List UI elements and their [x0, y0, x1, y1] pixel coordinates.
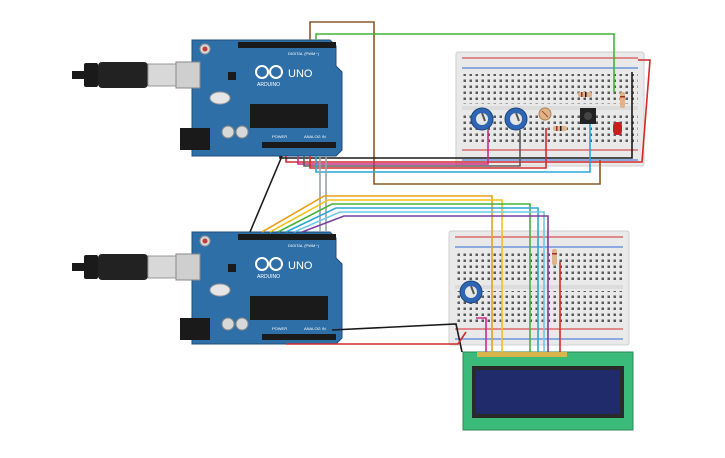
- wire-cyan-a3: [315, 124, 591, 173]
- board-maker-label-bottom: ARDUINO: [257, 274, 280, 280]
- board-model-label-top: UNO: [288, 68, 313, 80]
- wire-green-d5: [277, 203, 531, 352]
- arduino-uno-bottom[interactable]: UNO ARDUINO DIGITAL (PWM~) POWER ANALOG …: [175, 231, 343, 345]
- wire-red-5v-bottom: [286, 331, 467, 345]
- wire-gray-a1: [303, 130, 521, 167]
- wire-red-5v-top: [285, 59, 651, 163]
- board-maker-label-top: ARDUINO: [257, 82, 280, 88]
- power-header-label-top: POWER: [272, 134, 287, 139]
- wire-black-gnd-link: [249, 155, 283, 233]
- usb-cable-top: [72, 62, 179, 88]
- resistor-top-1[interactable]: [553, 126, 567, 131]
- power-header-label-bottom: POWER: [272, 326, 287, 331]
- analog-header-label-bottom: ANALOG IN: [304, 326, 326, 331]
- red-led[interactable]: [613, 122, 622, 135]
- lcd-pin-header: [477, 352, 567, 357]
- pushbutton[interactable]: [580, 108, 596, 124]
- board-model-label-bottom: UNO: [288, 260, 313, 272]
- potentiometer-2[interactable]: [504, 107, 528, 131]
- wire-magenta-contrast: [476, 317, 487, 352]
- wire-cyan-d3: [293, 211, 545, 352]
- breadboard-top[interactable]: [455, 51, 645, 167]
- arduino-logo-bottom: [255, 257, 283, 271]
- wire-purple-d2: [301, 215, 549, 352]
- resistor-top-3[interactable]: [620, 92, 625, 108]
- resistor-top-2[interactable]: [578, 92, 592, 97]
- breadboard-bottom[interactable]: [448, 230, 630, 346]
- wire-green-top: [315, 33, 615, 92]
- wire-black-gnd-top: [279, 72, 633, 159]
- arduino-uno-top[interactable]: UNO ARDUINO DIGITAL (PWM~) POWER ANALOG …: [175, 39, 343, 157]
- arduino-logo-top: [255, 65, 283, 79]
- usb-cable-bottom: [72, 254, 179, 280]
- wire-magenta-a0: [297, 130, 489, 165]
- wires: [249, 21, 651, 353]
- digital-header-label-top: DIGITAL (PWM~): [288, 51, 320, 56]
- potentiometer-1[interactable]: [470, 107, 494, 131]
- wire-blue-d4: [285, 207, 539, 352]
- lcd-16x2[interactable]: [462, 351, 634, 431]
- wire-black-gnd-bottom: [331, 323, 463, 353]
- potentiometer-lcd-contrast[interactable]: [459, 280, 483, 304]
- wire-orange-d12: [261, 195, 493, 352]
- wire-brown-top: [309, 21, 601, 185]
- resistor-lcd-backlight[interactable]: [552, 249, 557, 265]
- analog-header-label-top: ANALOG IN: [304, 134, 326, 139]
- wire-red-a2: [309, 128, 547, 169]
- photoresistor[interactable]: [538, 107, 552, 121]
- wire-yellow-d11: [269, 199, 503, 352]
- digital-header-label-bottom: DIGITAL (PWM~): [288, 243, 320, 248]
